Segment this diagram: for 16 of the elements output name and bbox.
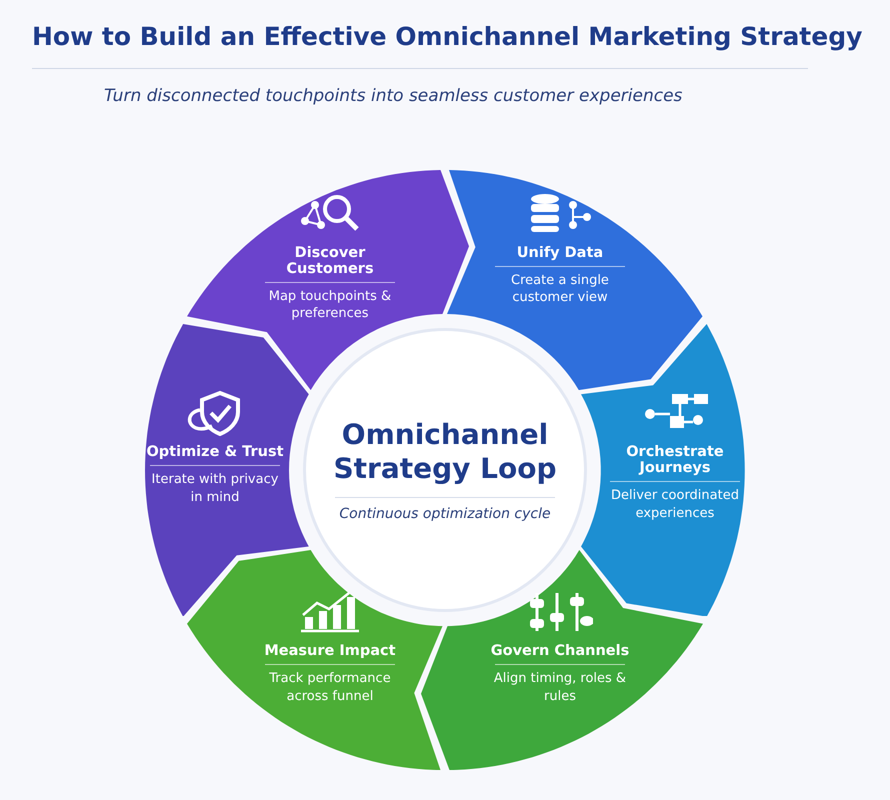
- center-title: Omnichannel Strategy Loop: [332, 418, 558, 486]
- segment-title: Govern Channels: [490, 643, 630, 660]
- segment-title: Measure Impact: [264, 643, 396, 660]
- segment-description: Map touchpoints & preferences: [268, 288, 392, 323]
- segment-title: Orchestrate Journeys: [625, 444, 725, 476]
- segment-description: Create a single customer view: [510, 272, 610, 307]
- segment-description: Align timing, roles & rules: [492, 670, 628, 706]
- title: How to Build an Effective Omnichannel Marketing Strategy: [32, 22, 862, 51]
- segment-title: Discover Customers: [285, 244, 375, 277]
- center-caption: Continuous optimization cycle: [339, 506, 551, 522]
- segment-description: Iterate with privacy in mind: [150, 470, 280, 506]
- segment-title: Unify Data: [516, 244, 604, 261]
- segment-description: Deliver coordinated experiences: [610, 486, 740, 522]
- segment-description: Track performance across funnel: [268, 670, 392, 706]
- subtitle: Turn disconnected touchpoints into seamless customer experiences: [104, 86, 682, 106]
- segment-title: Optimize & Trust: [146, 444, 284, 460]
